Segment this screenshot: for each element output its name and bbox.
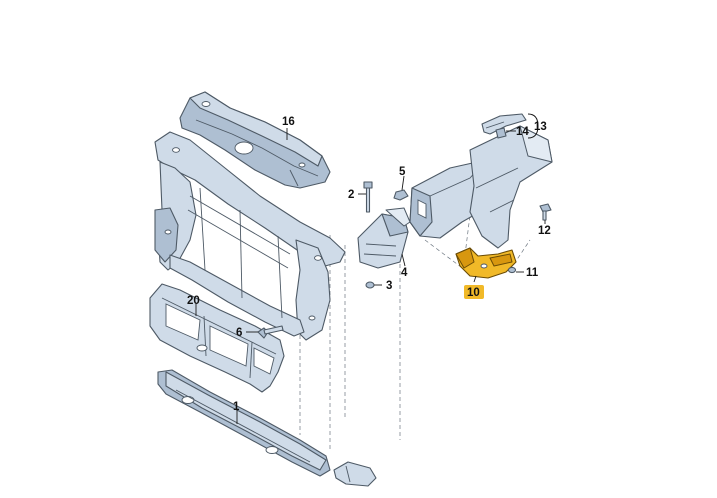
callout-14: 14 — [516, 126, 529, 138]
callout-10-highlight-box — [464, 285, 484, 299]
part-2-bolt — [363, 181, 373, 213]
callout-16: 16 — [282, 116, 295, 128]
callout-1: 1 — [233, 401, 240, 413]
part-13-upper-bracket — [481, 113, 527, 135]
part-14-clip — [495, 127, 507, 139]
part-16-upper-cover — [179, 91, 331, 189]
part-1-bumper-crossmember — [157, 369, 331, 477]
part-11-nut — [507, 266, 517, 274]
part-4-crash-box — [357, 207, 411, 269]
callout-4: 4 — [401, 267, 408, 279]
part-6-bolt — [257, 325, 284, 339]
callout-5: 5 — [399, 166, 406, 178]
callout-12: 12 — [538, 225, 551, 237]
longitudinal-member — [409, 125, 553, 249]
lower-mount-bracket — [333, 461, 377, 487]
callout-6: 6 — [236, 327, 242, 339]
callout-13: 13 — [534, 121, 547, 133]
callout-11: 11 — [526, 267, 539, 279]
callout-10: 10 — [467, 287, 480, 299]
part-20-front-frame-carrier — [149, 283, 285, 393]
callout-labels: 16 2 5 3 4 6 20 1 10 11 12 14 13 — [187, 116, 551, 413]
callout-leaders — [195, 113, 546, 424]
callout-3: 3 — [386, 280, 392, 292]
callout-2: 2 — [348, 189, 354, 201]
callout-20: 20 — [187, 295, 200, 307]
radiator-support-frame — [154, 131, 346, 341]
part-12-bolt — [539, 203, 552, 221]
part-10-highlighted-bracket — [455, 247, 517, 279]
part-3-nut — [365, 281, 375, 289]
part-5-nut — [393, 189, 409, 201]
